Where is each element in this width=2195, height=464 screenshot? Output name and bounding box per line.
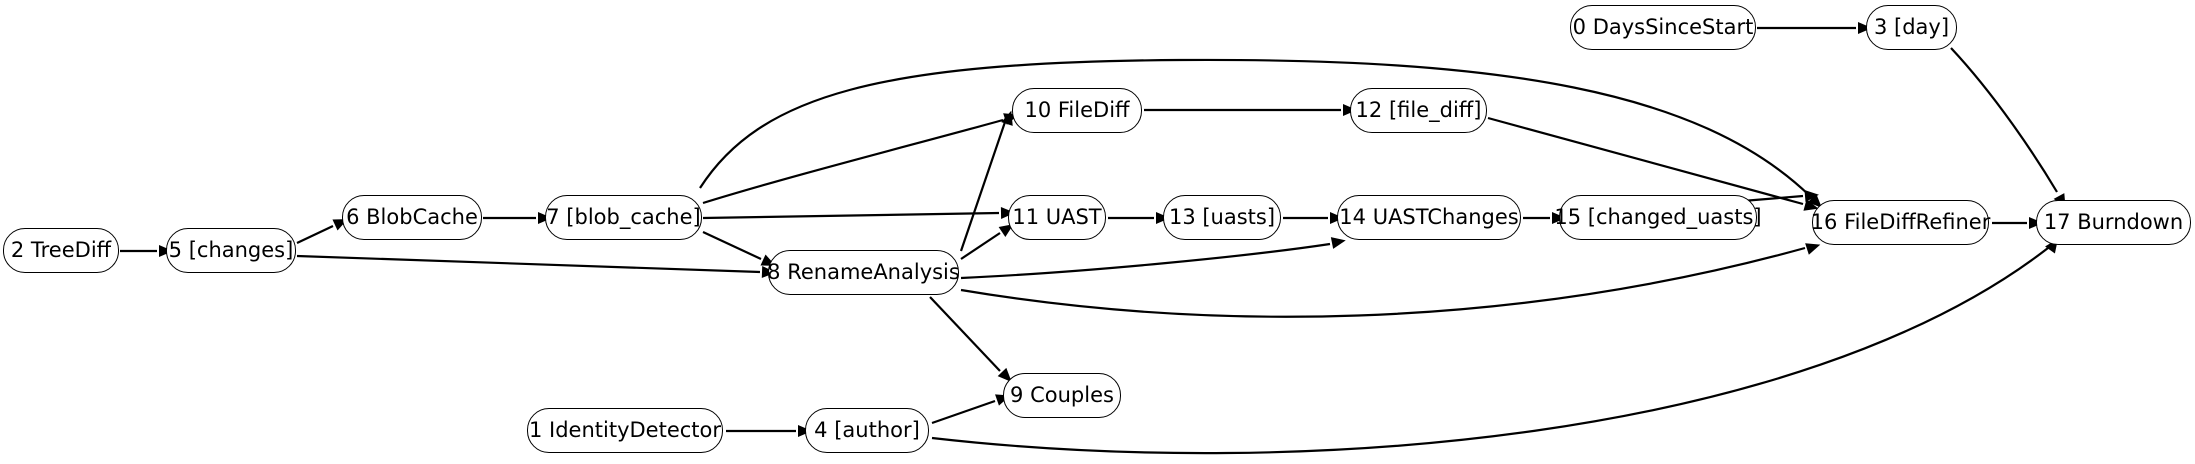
graph-node-n14[interactable]: 14 UASTChanges bbox=[1337, 195, 1521, 240]
graph-node-n8[interactable]: 8 RenameAnalysis bbox=[767, 250, 960, 295]
graph-node-n3[interactable]: 3 [day] bbox=[1866, 5, 1957, 50]
graph-node-label: 2 TreeDiff bbox=[10, 238, 112, 262]
graph-node-label: 14 UASTChanges bbox=[1339, 205, 1519, 229]
graph-arrowhead bbox=[1803, 199, 1819, 211]
graph-node-n4[interactable]: 4 [author] bbox=[805, 408, 929, 453]
graph-node-label: 7 [blob_cache] bbox=[546, 205, 701, 229]
graph-edge-n4-to-n17 bbox=[931, 247, 2049, 455]
graph-edge-n7-to-n10 bbox=[702, 118, 1004, 205]
graph-arrowhead bbox=[1001, 110, 1013, 126]
graph-node-label: 4 [author] bbox=[814, 418, 920, 442]
graph-arrowhead bbox=[1000, 207, 1015, 219]
graph-node-label: 0 DaysSinceStart bbox=[1572, 15, 1754, 39]
graph-node-n13[interactable]: 13 [uasts] bbox=[1163, 195, 1281, 240]
graph-node-label: 11 UAST bbox=[1012, 205, 1102, 229]
graph-node-label: 9 Couples bbox=[1010, 383, 1114, 407]
graph-node-n17[interactable]: 17 Burndown bbox=[2036, 200, 2191, 245]
graph-edge-n8-to-n16 bbox=[960, 246, 1806, 318]
graph-edge-n7-to-n11 bbox=[702, 211, 1000, 220]
graph-edge-n4-to-n9 bbox=[931, 399, 996, 425]
graph-node-n10[interactable]: 10 FileDiff bbox=[1012, 88, 1142, 133]
graph-node-label: 13 [uasts] bbox=[1168, 205, 1276, 229]
graph-node-label: 17 Burndown bbox=[2043, 210, 2184, 234]
graph-node-n1[interactable]: 1 IdentityDetector bbox=[527, 408, 723, 453]
graph-node-n5[interactable]: 5 [changes] bbox=[166, 228, 296, 273]
graph-edge-n3-to-n17 bbox=[1950, 47, 2058, 193]
graph-edge-n12-to-n16 bbox=[1487, 116, 1804, 206]
graph-edge-n8-to-n11 bbox=[960, 232, 1001, 260]
graph-node-n16[interactable]: 16 FileDiffRefiner bbox=[1811, 200, 1990, 245]
graph-arrowhead bbox=[1858, 22, 1872, 34]
graph-edge-n7-to-n16 bbox=[699, 58, 1811, 197]
graph-edge-n5-to-n6 bbox=[296, 225, 334, 244]
graph-node-label: 1 IdentityDetector bbox=[528, 418, 722, 442]
graph-arrowhead bbox=[1807, 193, 1822, 208]
graph-arrowhead bbox=[1805, 243, 1821, 255]
graph-node-label: 3 [day] bbox=[1873, 15, 1950, 39]
graph-node-label: 12 [file_diff] bbox=[1355, 98, 1482, 122]
graph-edge-n8-to-n14 bbox=[960, 242, 1331, 280]
graph-node-label: 8 RenameAnalysis bbox=[767, 260, 960, 284]
graph-arrowhead bbox=[1330, 237, 1346, 249]
graph-node-label: 15 [changed_uasts] bbox=[1554, 205, 1762, 229]
graph-node-n2[interactable]: 2 TreeDiff bbox=[3, 228, 119, 273]
graph-node-n15[interactable]: 15 [changed_uasts] bbox=[1554, 195, 1762, 240]
graph-arrowhead bbox=[1804, 190, 1819, 202]
graph-edge-n5-to-n8 bbox=[296, 254, 761, 274]
graph-node-label: 6 BlobCache bbox=[346, 205, 478, 229]
graph-node-n11[interactable]: 11 UAST bbox=[1008, 195, 1106, 240]
graph-node-n6[interactable]: 6 BlobCache bbox=[342, 195, 482, 240]
graph-edge-n8-to-n10 bbox=[959, 121, 1007, 252]
graph-node-n7[interactable]: 7 [blob_cache] bbox=[545, 195, 702, 240]
graph-node-n9[interactable]: 9 Couples bbox=[1003, 373, 1121, 418]
graph-node-n12[interactable]: 12 [file_diff] bbox=[1350, 88, 1487, 133]
graph-node-label: 10 FileDiff bbox=[1024, 98, 1130, 122]
graph-node-label: 16 FileDiffRefiner bbox=[1810, 210, 1991, 234]
graph-node-label: 5 [changes] bbox=[168, 238, 294, 262]
graph-node-n0[interactable]: 0 DaysSinceStart bbox=[1570, 5, 1756, 50]
graph-edge-n8-to-n9 bbox=[929, 296, 1001, 372]
graph-arrowhead bbox=[997, 367, 1012, 383]
graph-edge-n7-to-n8 bbox=[702, 231, 762, 260]
